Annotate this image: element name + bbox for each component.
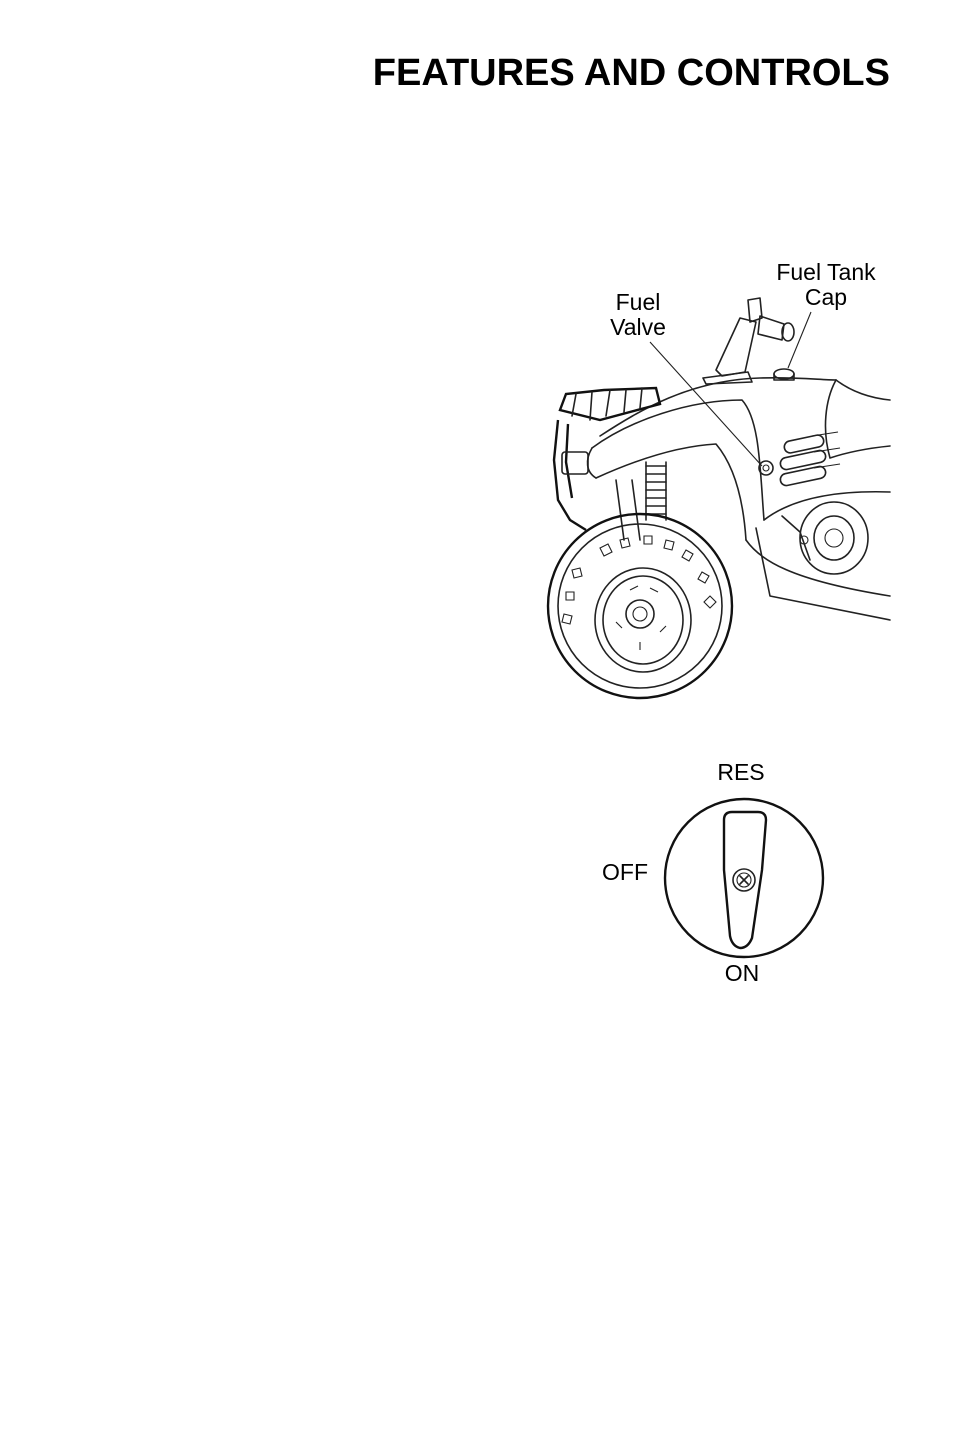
- valve-dial-circle: [665, 799, 823, 957]
- valve-position-off: OFF: [590, 860, 660, 885]
- valve-position-res: RES: [704, 760, 778, 785]
- valve-screw-slot: [740, 876, 748, 884]
- valve-position-on: ON: [712, 961, 772, 986]
